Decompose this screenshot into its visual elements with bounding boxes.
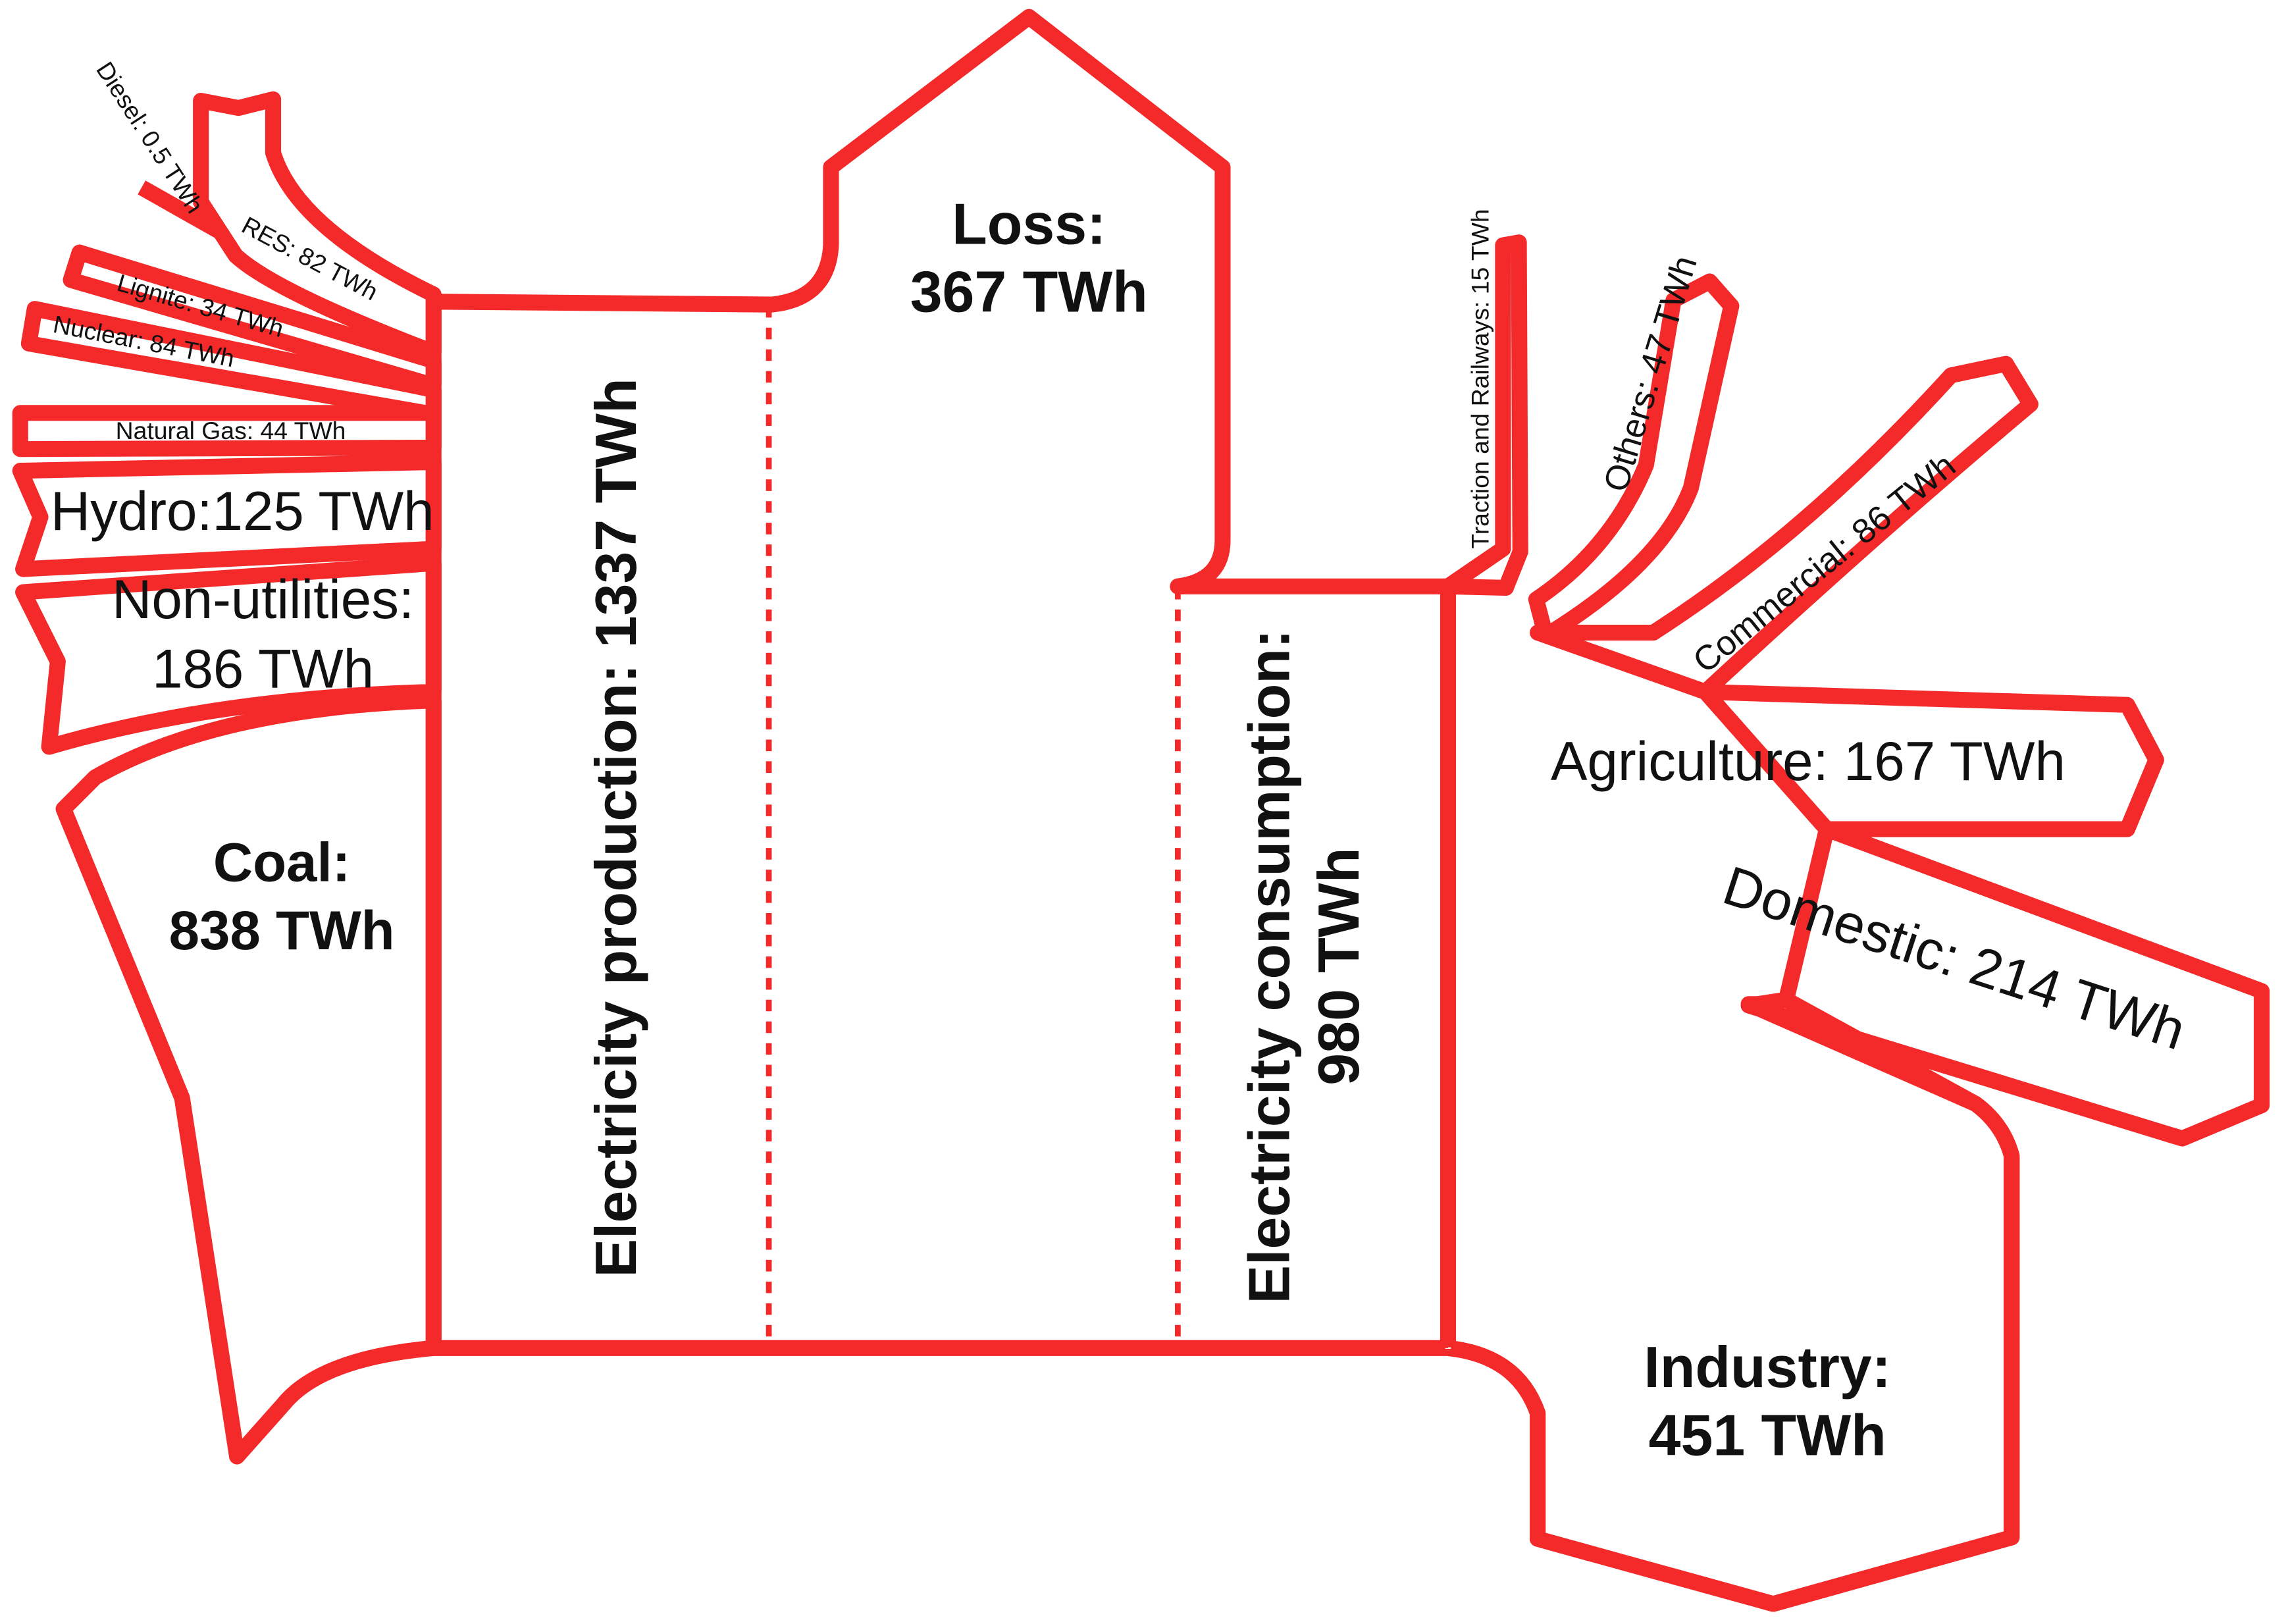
loss-label-line1: Loss: (952, 191, 1106, 256)
hydro-label: Hydro:125 TWh (51, 480, 434, 542)
non-utilities-label-line2: 186 TWh (152, 637, 374, 699)
coal-label-line1: Coal: (213, 831, 351, 893)
hydro-flow (12, 454, 442, 577)
traction-railways-label: Traction and Railways: 15 TWh (1466, 209, 1494, 548)
consumption-label-line1: Electricity consumption: (1236, 629, 1301, 1304)
coal-label-line2: 838 TWh (169, 899, 395, 961)
traction-railways-flow (1440, 234, 1528, 596)
spine-flow (425, 9, 1457, 1356)
natural-gas-label: Natural Gas: 44 TWh (116, 417, 346, 444)
non-utilities-label-line1: Non-utilities: (112, 568, 414, 630)
industry-label-line2: 451 TWh (1649, 1402, 1886, 1467)
non-utilities-flow (15, 555, 442, 755)
res-flow (193, 91, 442, 361)
coal-flow (55, 693, 442, 1465)
commercial-flow-main (1530, 355, 2039, 700)
consumption-label-line2: 980 TWh (1306, 848, 1371, 1086)
industry-label-line1: Industry: (1644, 1334, 1891, 1400)
others-flow-shape (1528, 273, 1740, 641)
agriculture-flow-main (1697, 683, 2164, 837)
loss-label-line2: 367 TWh (910, 259, 1148, 325)
commercial-label: Commercial: 86 TWh (1686, 446, 1963, 681)
production-label: Electricity production: 1337 TWh (583, 378, 648, 1277)
natural-gas-flow (12, 405, 442, 458)
industry-outline (1447, 993, 2020, 1612)
agriculture-label: Agriculture: 167 TWh (1551, 730, 2065, 792)
